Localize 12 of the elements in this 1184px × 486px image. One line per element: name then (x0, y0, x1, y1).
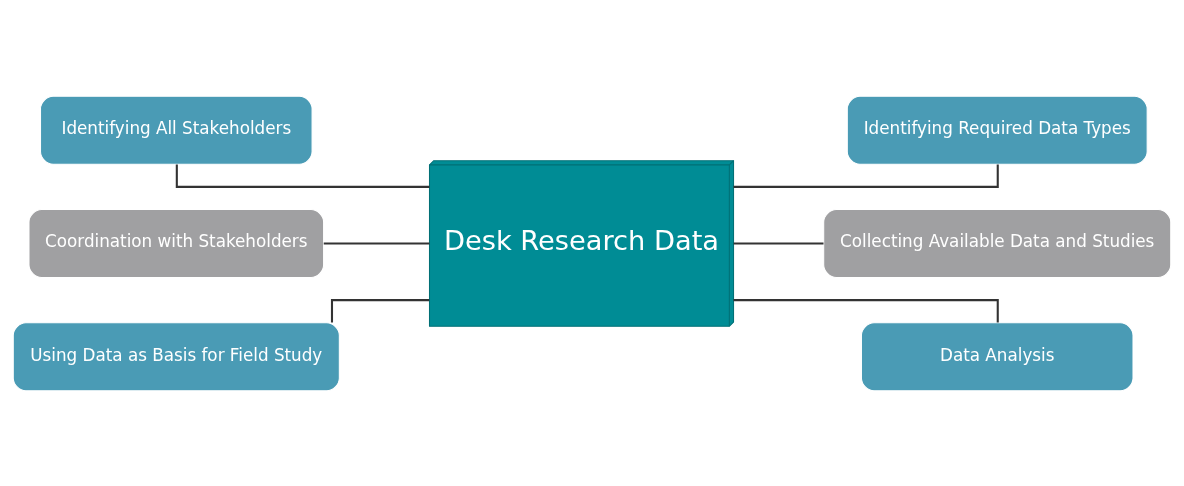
node-box: Identifying All Stakeholders (40, 95, 313, 165)
connector (733, 164, 999, 188)
connector (323, 241, 430, 245)
connector (330, 298, 430, 322)
connector (733, 298, 999, 322)
connector (733, 241, 824, 245)
node-box: Collecting Available Data and Studies (823, 208, 1172, 278)
connector (175, 164, 430, 188)
node-box: Coordination with Stakeholders (28, 208, 325, 278)
node-box: Identifying Required Data Types (846, 95, 1148, 165)
node-box: Data Analysis (860, 321, 1134, 391)
node-box: Using Data as Basis for Field Study (12, 321, 340, 391)
